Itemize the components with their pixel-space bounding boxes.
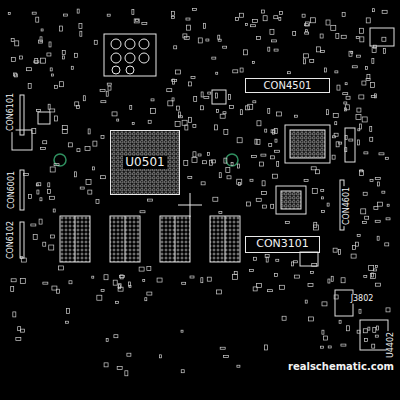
- part-designator: J3802: [350, 295, 375, 304]
- connector-outline: CON3101: [245, 236, 320, 253]
- part-designator: CON6001: [8, 170, 17, 210]
- part-designator: U0501: [123, 156, 166, 169]
- cpu-package: U0501: [110, 130, 180, 195]
- part-designator: CON6101: [7, 92, 16, 132]
- part-designator: CON4601: [343, 186, 352, 226]
- connector-outline: CON4501: [245, 78, 330, 93]
- part-designator: CON3101: [254, 238, 311, 250]
- part-designator: CON4501: [262, 80, 314, 91]
- part-designator: U4402: [387, 331, 396, 359]
- part-designator: CON6102: [7, 220, 16, 260]
- watermark: realschematic.com: [287, 361, 395, 372]
